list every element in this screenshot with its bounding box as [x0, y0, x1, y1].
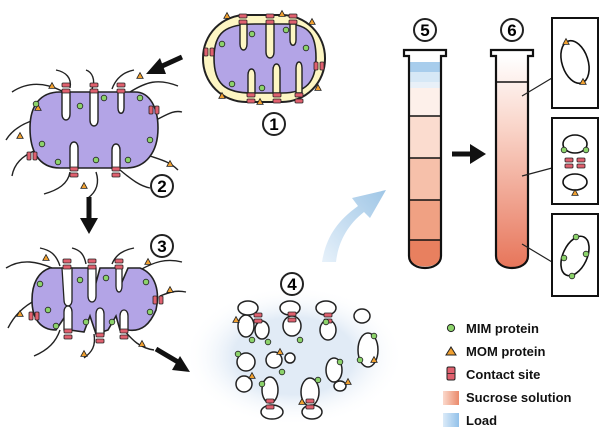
- fraction-panel-intermediate: [551, 117, 599, 205]
- legend-label-contact-site: Contact site: [466, 367, 540, 382]
- legend-label-sucrose: Sucrose solution: [466, 390, 572, 405]
- arrow-3-to-4: [154, 346, 180, 365]
- step-badge-2: 2: [150, 174, 174, 198]
- legend-label-mom: MOM protein: [466, 344, 545, 359]
- mitochondrion-fragmenting: [5, 247, 187, 359]
- step-number-5: 5: [420, 21, 429, 40]
- step-badge-1: 1: [262, 112, 286, 136]
- mitochondrion-swollen: [5, 69, 183, 199]
- legend-item-load: Load: [443, 413, 497, 428]
- step-number-1: 1: [269, 115, 278, 134]
- mitochondrion-intact: [202, 10, 326, 105]
- tube-step-5: [402, 48, 448, 270]
- fraction-panel-heavy: [551, 213, 599, 297]
- arrow-4-to-5: [322, 190, 386, 262]
- step-number-4: 4: [287, 275, 297, 294]
- step-number-6: 6: [507, 21, 516, 40]
- legend-item-sucrose: Sucrose solution: [443, 390, 572, 405]
- arrow-1-to-2: [158, 54, 184, 70]
- legend-label-mim: MIM protein: [466, 321, 539, 336]
- step-badge-5: 5: [413, 18, 437, 42]
- vesicle-suspension: [184, 286, 404, 426]
- legend-item-mim: MIM protein: [446, 321, 539, 336]
- tube-step-6: [489, 48, 535, 270]
- fraction-leader-lines: [521, 77, 553, 263]
- step-badge-3: 3: [150, 234, 174, 258]
- legend-item-mom: MOM protein: [445, 344, 545, 359]
- legend: MIM protein MOM protein Contact site Suc…: [443, 321, 572, 428]
- fraction-panel-light: [551, 17, 599, 109]
- step-badge-4: 4: [280, 272, 304, 296]
- step-badge-6: 6: [500, 18, 524, 42]
- legend-label-load: Load: [466, 413, 497, 428]
- step-number-2: 2: [157, 177, 166, 196]
- legend-item-contact-site: Contact site: [446, 366, 540, 382]
- step-number-3: 3: [157, 237, 166, 256]
